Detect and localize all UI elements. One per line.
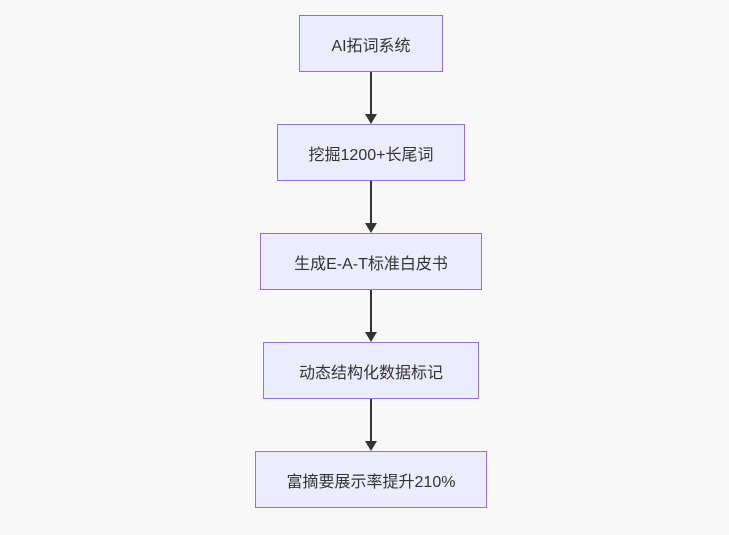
flow-arrow-4-5	[365, 399, 377, 451]
arrow-down-icon	[365, 332, 377, 342]
flow-arrow-1-2	[365, 72, 377, 124]
arrow-down-icon	[365, 441, 377, 451]
flow-node-label: 动态结构化数据标记	[298, 364, 443, 382]
flow-node-label: 挖掘1200+长尾词	[308, 146, 434, 164]
flow-node-rich-snippet-result: 富摘要展示率提升210%	[255, 451, 487, 508]
flow-arrow-3-4	[365, 290, 377, 342]
flow-node-longtail-mining: 挖掘1200+长尾词	[277, 124, 465, 181]
flow-node-eat-whitepaper: 生成E-A-T标准白皮书	[260, 233, 482, 290]
arrow-line	[370, 72, 372, 114]
flowchart-diagram: AI拓词系统 挖掘1200+长尾词 生成E-A-T标准白皮书 动态结构化数据标记…	[255, 15, 487, 508]
arrow-line	[370, 399, 372, 441]
flow-node-label: AI拓词系统	[331, 37, 411, 55]
arrow-line	[370, 290, 372, 332]
flow-arrow-2-3	[365, 181, 377, 233]
arrow-down-icon	[365, 223, 377, 233]
flow-node-label: 生成E-A-T标准白皮书	[294, 255, 448, 273]
flow-node-label: 富摘要展示率提升210%	[286, 473, 456, 491]
arrow-down-icon	[365, 114, 377, 124]
arrow-line	[370, 181, 372, 223]
flow-node-structured-data-markup: 动态结构化数据标记	[263, 342, 479, 399]
flow-node-ai-keyword-system: AI拓词系统	[299, 15, 443, 72]
